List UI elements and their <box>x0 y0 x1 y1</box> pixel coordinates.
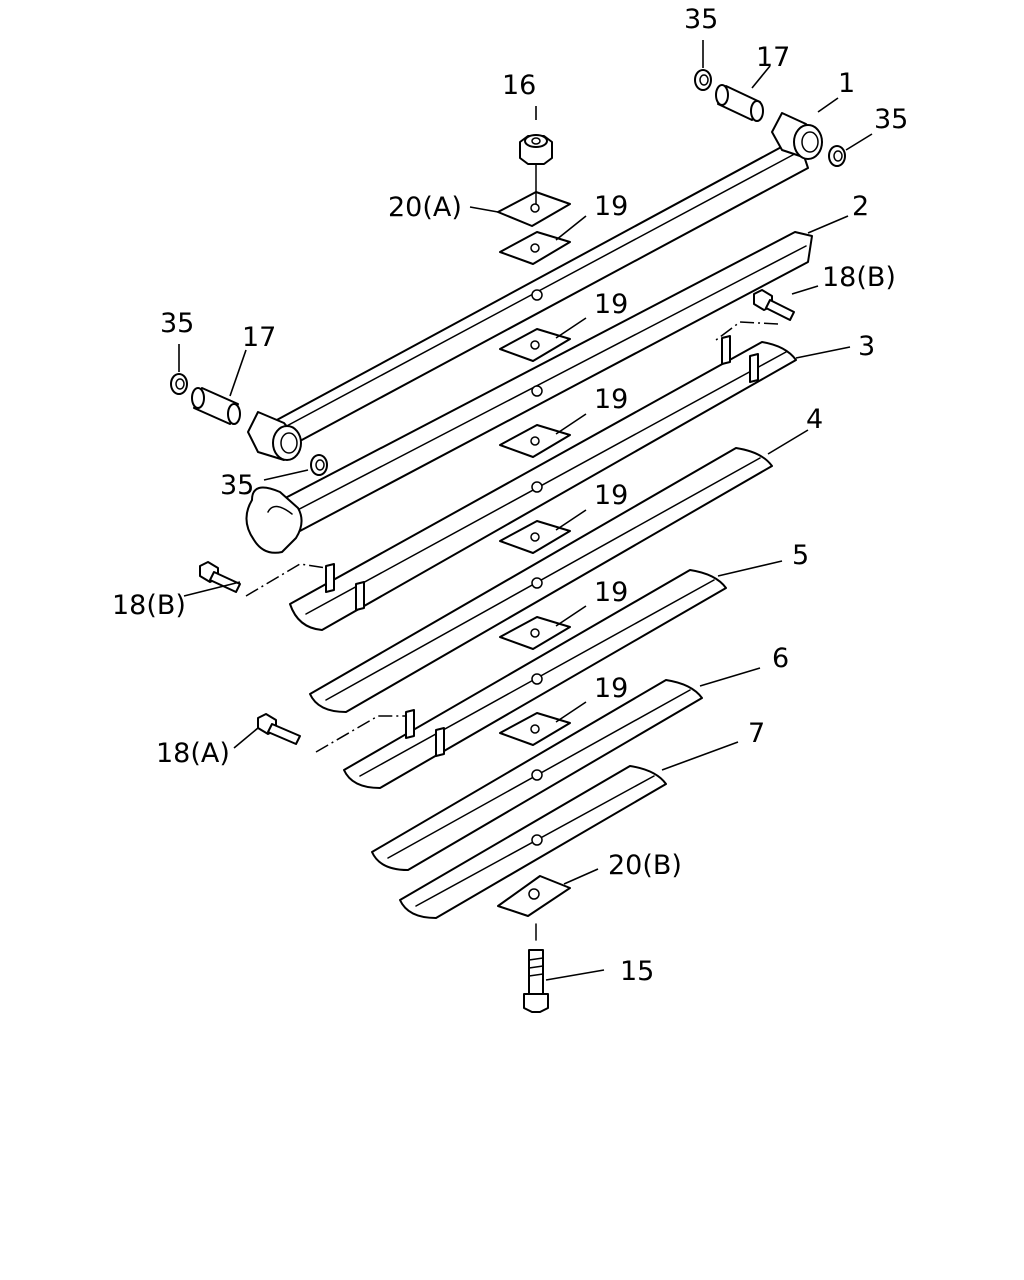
plate-20b <box>497 875 571 917</box>
clip-bolt-18b-left <box>199 561 241 593</box>
callout-19-1: 19 <box>594 191 628 222</box>
callout-19-4: 19 <box>594 480 628 511</box>
liner-plate-19-1 <box>499 231 571 265</box>
callout-6: 6 <box>772 643 789 674</box>
leaf-1-eye-right <box>771 112 823 160</box>
seal-ring-35-right <box>828 145 846 167</box>
callout-35-right: 35 <box>874 104 908 135</box>
callout-18b-right: 18(B) <box>822 262 896 293</box>
callout-19-2: 19 <box>594 289 628 320</box>
seal-ring-35-top <box>694 69 712 91</box>
bushing-17-top <box>715 84 764 122</box>
seal-ring-35-low <box>310 454 328 476</box>
callout-17-top: 17 <box>756 42 790 73</box>
leaf-6 <box>371 679 703 871</box>
callout-35-low: 35 <box>220 470 254 501</box>
callout-35-top: 35 <box>684 4 718 35</box>
clip-bolt-18b-right <box>753 289 795 321</box>
callout-2: 2 <box>852 191 869 222</box>
callout-17-left: 17 <box>242 322 276 353</box>
leaf-3 <box>289 335 797 631</box>
nut-16 <box>519 134 553 165</box>
leaf-7 <box>399 765 667 919</box>
seal-ring-35-left <box>170 373 188 395</box>
leaf-2 <box>245 231 813 554</box>
plate-20a <box>497 191 571 227</box>
callout-18b-left: 18(B) <box>112 590 186 621</box>
liner-plate-19-6 <box>499 712 571 746</box>
leaf-1-eye-left <box>247 411 302 461</box>
callout-19-5: 19 <box>594 577 628 608</box>
liner-plate-19-5 <box>499 616 571 650</box>
leaf-5 <box>343 569 727 789</box>
callout-35-left: 35 <box>160 308 194 339</box>
callout-1: 1 <box>838 68 855 99</box>
callout-4: 4 <box>806 404 823 435</box>
callout-19-3: 19 <box>594 384 628 415</box>
callout-20a: 20(A) <box>388 192 462 223</box>
liner-plate-19-4 <box>499 520 571 554</box>
leader-lines <box>178 40 873 981</box>
callout-5: 5 <box>792 540 809 571</box>
clip-bolt-18a <box>257 713 301 745</box>
center-bolt-15 <box>523 949 549 1013</box>
bushing-17-left <box>191 387 241 425</box>
liner-plate-19-3 <box>499 424 571 458</box>
liner-plate-19-2 <box>499 328 571 362</box>
callout-7: 7 <box>748 718 765 749</box>
callout-18a: 18(A) <box>156 738 230 769</box>
callout-16: 16 <box>502 70 536 101</box>
callout-20b: 20(B) <box>608 850 682 881</box>
leaf-4 <box>309 447 773 713</box>
callout-19-6: 19 <box>594 673 628 704</box>
callout-15: 15 <box>620 956 654 987</box>
callout-3: 3 <box>858 331 875 362</box>
